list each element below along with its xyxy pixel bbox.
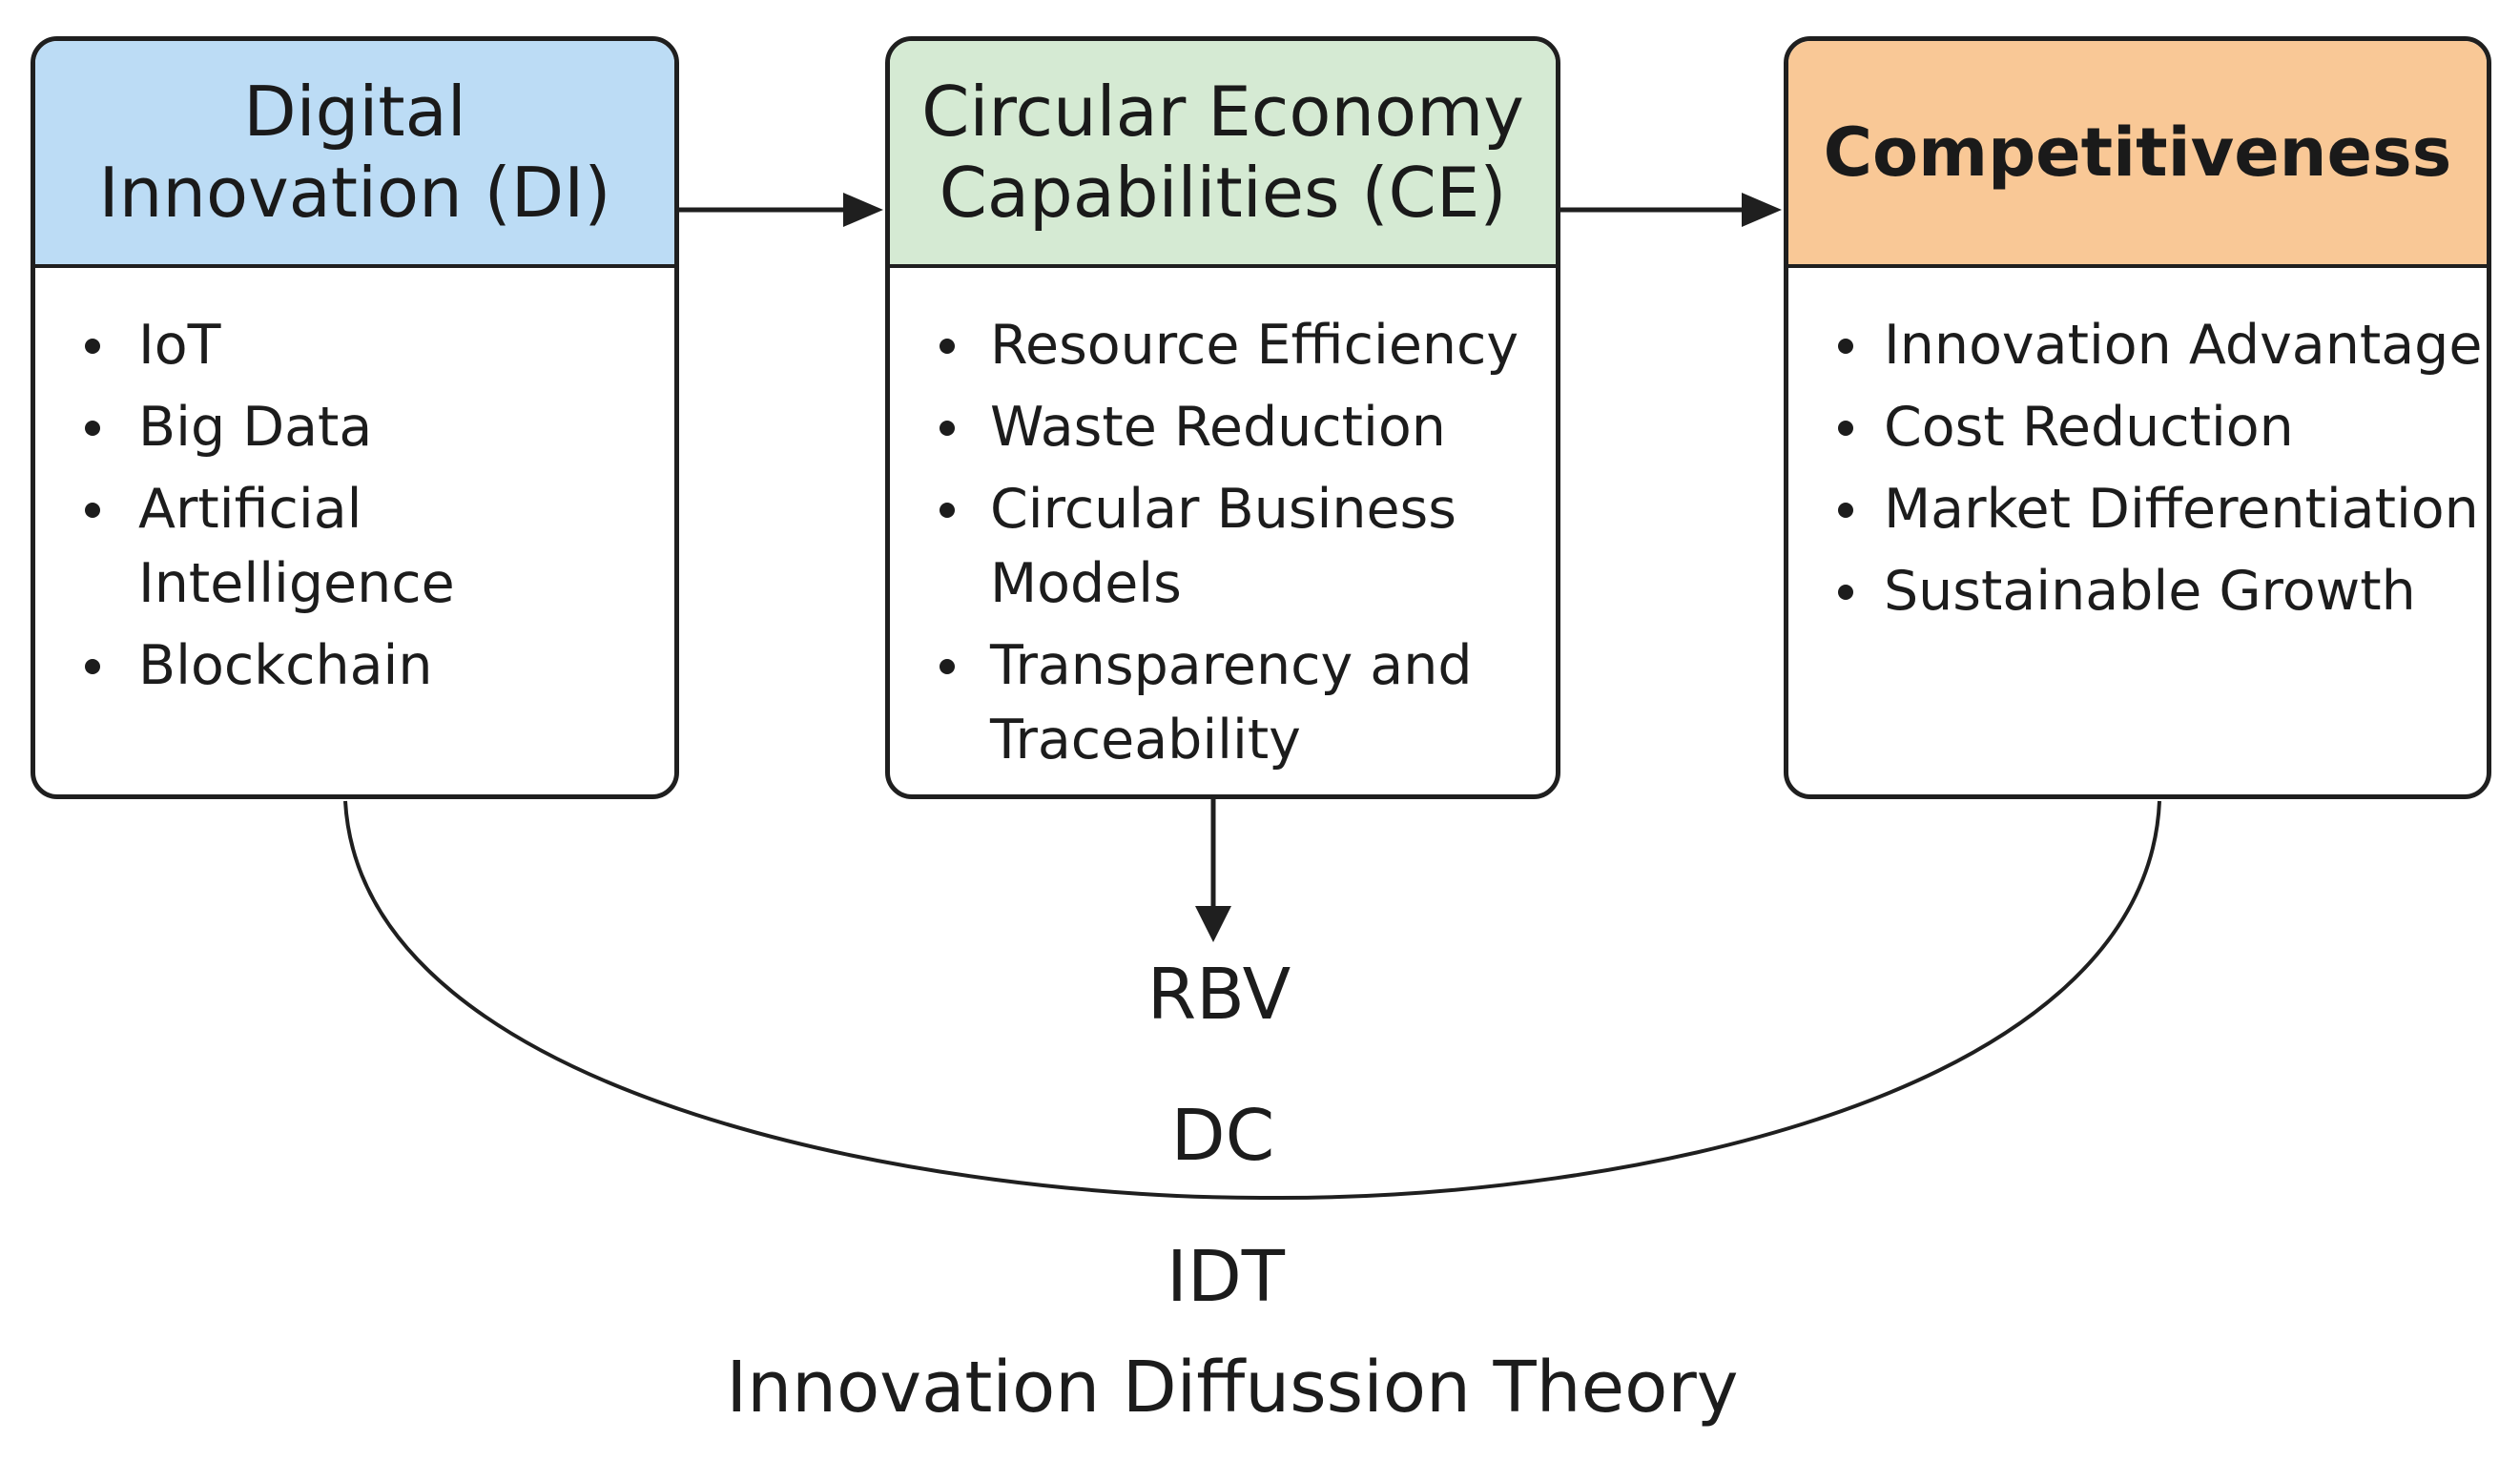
arrowhead-ce-to-rbv	[1195, 906, 1231, 942]
circular-economy-box: Circular Economy Capabilities (CE) Resou…	[885, 36, 1560, 799]
digital-innovation-header: Digital Innovation (DI)	[35, 41, 674, 268]
list-item: IoT	[35, 308, 674, 382]
list-item: Innovation Advantage	[1788, 308, 2487, 382]
theory-arc	[343, 800, 2161, 1201]
digital-innovation-list: IoT Big Data Artificial Intelligence Blo…	[35, 268, 674, 703]
list-item: Transparency and Traceability	[890, 628, 1556, 777]
list-item: Big Data	[35, 390, 674, 464]
list-item: Blockchain	[35, 628, 674, 703]
theory-label-rbv: RBV	[1146, 954, 1291, 1036]
list-item: Circular Business Models	[890, 472, 1556, 621]
circular-economy-list: Resource Efficiency Waste Reduction Circ…	[890, 268, 1556, 777]
competitiveness-box: Competitiveness Innovation Advantage Cos…	[1784, 36, 2491, 799]
competitiveness-title: Competitiveness	[1823, 113, 2452, 192]
list-item: Waste Reduction	[890, 390, 1556, 464]
list-item: Artificial Intelligence	[35, 472, 674, 621]
list-item: Cost Reduction	[1788, 390, 2487, 464]
list-item: Resource Efficiency	[890, 308, 1556, 382]
circular-economy-title: Circular Economy Capabilities (CE)	[921, 72, 1524, 233]
list-item: Market Differentiation	[1788, 472, 2487, 546]
theory-label-idt-full: Innovation Diffussion Theory	[726, 1347, 1739, 1429]
theory-label-dc: DC	[1170, 1095, 1275, 1177]
competitiveness-header: Competitiveness	[1788, 41, 2487, 268]
digital-innovation-box: Digital Innovation (DI) IoT Big Data Art…	[31, 36, 679, 799]
arrowhead-di-to-ce	[843, 193, 883, 227]
competitiveness-list: Innovation Advantage Cost Reduction Mark…	[1788, 268, 2487, 628]
digital-innovation-title: Digital Innovation (DI)	[98, 72, 611, 233]
arrowhead-ce-to-comp	[1742, 193, 1782, 227]
theory-label-idt: IDT	[1166, 1236, 1286, 1318]
circular-economy-header: Circular Economy Capabilities (CE)	[890, 41, 1556, 268]
list-item: Sustainable Growth	[1788, 554, 2487, 628]
